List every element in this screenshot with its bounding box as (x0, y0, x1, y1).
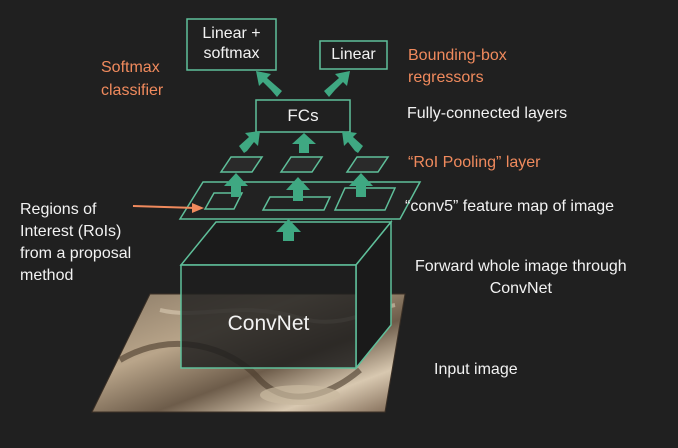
linear-softmax-box (186, 18, 277, 71)
rois-pointer-arrow (132, 203, 204, 213)
fcs-label: FCs (287, 106, 319, 125)
roi-box-middle (261, 196, 332, 211)
arrow-convnet-to-conv5 (276, 219, 301, 241)
input-image-label: Input image (434, 361, 518, 378)
flow-arrows (224, 71, 373, 241)
linear-box (319, 40, 388, 70)
arrow-pool-to-fcs-left (239, 131, 260, 153)
linear-label: Linear (331, 46, 376, 63)
arrow-fcs-to-softmax (256, 71, 282, 97)
arrow-roi-right (349, 173, 373, 197)
roi-pooling-features (219, 156, 390, 173)
rois-label: Regions of Interest (RoIs) from a propos… (20, 201, 132, 284)
arrow-pool-to-fcs-right (342, 131, 363, 153)
roi-box-right (333, 187, 397, 211)
bbox-regressors-label: Bounding-box regressors (408, 47, 507, 86)
roi-pooling-label: “RoI Pooling” layer (408, 154, 541, 171)
arrow-roi-left (224, 173, 248, 197)
forward-label: Forward whole image through ConvNet (415, 258, 627, 297)
softmax-classifier-label: Softmax classifier (101, 59, 164, 99)
fcs-box (255, 99, 351, 133)
conv5-label: “conv5” feature map of image (405, 198, 614, 215)
arrow-roi-middle (286, 177, 310, 201)
arrow-fcs-to-linear (324, 71, 350, 97)
fully-connected-label: Fully-connected layers (407, 105, 568, 122)
convnet-box (179, 219, 393, 371)
convnet-label: ConvNet (227, 312, 310, 335)
arrow-pool-to-fcs-middle (292, 133, 316, 153)
linear-softmax-label: Linear + softmax (202, 25, 261, 62)
